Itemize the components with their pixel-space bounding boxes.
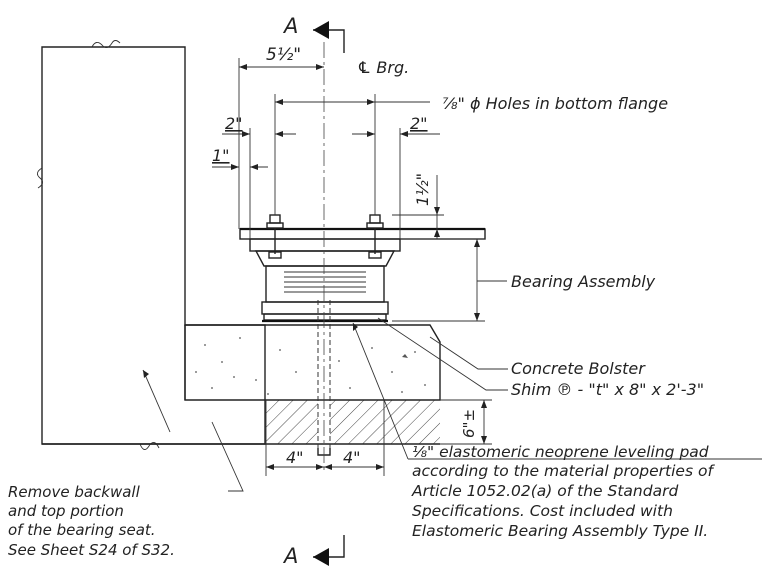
note-line: ⅛" elastomeric neoprene leveling pad [412, 443, 709, 461]
note-line: according to the material properties of [412, 462, 715, 480]
holes-callout: ⅞" ϕ Holes in bottom flange [442, 94, 668, 113]
centerline-bearing-label: ℄ Brg. [357, 58, 409, 77]
note-line: of the bearing seat. [8, 521, 156, 539]
section-letter-bottom: A [282, 544, 298, 568]
dim-1-half: 1½" [413, 173, 432, 206]
dim-4-right: 4" [343, 448, 361, 467]
note-line: Remove backwall [8, 483, 141, 501]
dim-2-left: 2" [225, 114, 243, 133]
dimension-lines [212, 58, 507, 476]
concrete-bolster-label: Concrete Bolster [511, 359, 646, 378]
section-mark-bottom [313, 535, 345, 566]
dim-6-pm: 6"± [460, 409, 478, 438]
leader-lines [142, 317, 762, 492]
bearing-assembly [239, 214, 486, 456]
section-letter-top: A [282, 14, 298, 38]
note-line: See Sheet S24 of S32. [8, 541, 175, 559]
shim-plate-label: Shim ℗ - "t" x 8" x 2'-3" [511, 380, 704, 399]
dim-1: 1" [212, 146, 230, 165]
bearing-assembly-label: Bearing Assembly [511, 272, 656, 291]
dim-2-right: 2" [410, 114, 428, 133]
section-mark-top [313, 21, 345, 53]
note-line: and top portion [8, 502, 124, 520]
concrete-bolster [184, 324, 441, 401]
abutment-backwall [37, 40, 440, 450]
elastomeric-pad-note: ⅛" elastomeric neoprene leveling pad acc… [411, 443, 715, 540]
note-line: Specifications. Cost included with [412, 502, 673, 520]
note-line: Elastomeric Bearing Assembly Type II. [412, 522, 708, 540]
note-line: Article 1052.02(a) of the Standard [411, 482, 678, 500]
dim-4-left: 4" [286, 448, 304, 467]
dim-5-half: 5½" [266, 45, 301, 65]
remove-backwall-note: Remove backwall and top portion of the b… [8, 483, 175, 559]
